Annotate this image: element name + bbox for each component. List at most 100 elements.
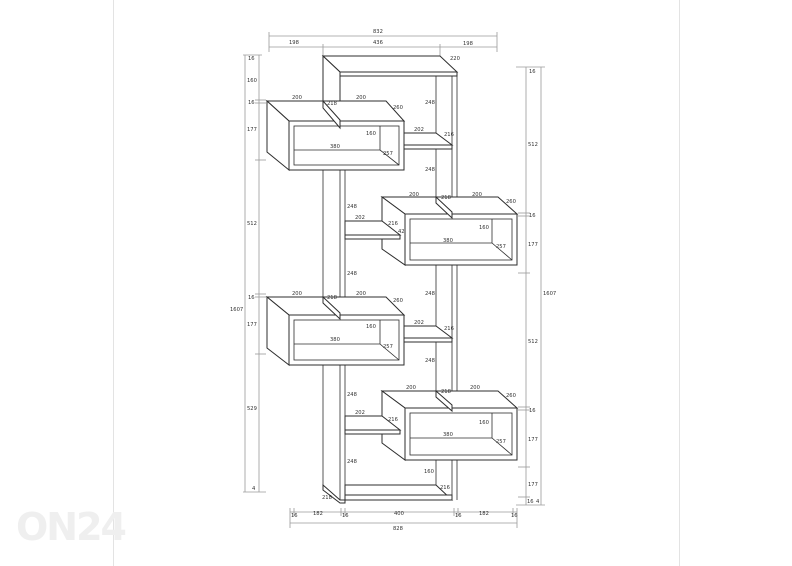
right-dimension-lines bbox=[516, 66, 545, 506]
dim-right-8: 16 bbox=[527, 499, 534, 505]
dim-right-2: 16 bbox=[529, 213, 536, 219]
label-top-depth: 220 bbox=[450, 56, 460, 62]
bottom-dimension-lines bbox=[289, 508, 518, 528]
label-box2-depth: 260 bbox=[506, 199, 516, 205]
dim-bottom-3: 400 bbox=[394, 511, 404, 517]
label-upright-8: 248 bbox=[347, 459, 357, 465]
dim-left-5: 16 bbox=[248, 295, 255, 301]
label-shelf1-width: 202 bbox=[414, 127, 424, 133]
dim-left-overall: 1607 bbox=[230, 307, 243, 313]
dim-left-0: 16 bbox=[248, 56, 255, 62]
label-box1-inner-depth: 257 bbox=[383, 151, 393, 157]
label-box2-top-left: 200 bbox=[409, 192, 419, 198]
label-box3-inner-depth: 257 bbox=[383, 344, 393, 350]
label-box4-inner: 218 bbox=[441, 389, 451, 395]
label-upright-6: 248 bbox=[425, 358, 435, 364]
dim-right-3: 177 bbox=[528, 242, 538, 248]
label-upright-1: 248 bbox=[425, 100, 435, 106]
dim-right-9: 4 bbox=[536, 499, 540, 505]
dim-top-overall: 832 bbox=[373, 29, 383, 35]
dim-left-6: 177 bbox=[247, 322, 257, 328]
small-shelf-4 bbox=[344, 415, 402, 435]
label-box1-inner-height: 160 bbox=[366, 131, 376, 137]
page-border-left bbox=[113, 0, 114, 566]
label-box2-inner-depth: 257 bbox=[496, 244, 506, 250]
label-box1-inner-width: 380 bbox=[330, 144, 340, 150]
label-box4-top-left: 200 bbox=[406, 385, 416, 391]
label-shelf3-depth: 216 bbox=[444, 326, 454, 332]
label-box1-inner: 218 bbox=[327, 101, 337, 107]
label-box3-depth: 260 bbox=[393, 298, 403, 304]
dim-bottom-overall: 828 bbox=[393, 526, 403, 532]
dim-bottom-1: 182 bbox=[313, 511, 323, 517]
label-upright-5: 248 bbox=[425, 291, 435, 297]
label-box1-top-right: 200 bbox=[356, 95, 366, 101]
label-box1-top-left: 200 bbox=[292, 95, 302, 101]
dim-right-6: 177 bbox=[528, 437, 538, 443]
watermark-logo: ON24 bbox=[16, 505, 127, 549]
dim-left-2: 16 bbox=[248, 100, 255, 106]
label-box4-depth: 260 bbox=[506, 393, 516, 399]
dim-bottom-2: 16 bbox=[342, 513, 349, 519]
label-shelf4-depth: 216 bbox=[388, 417, 398, 423]
upright-notch-3 bbox=[322, 295, 341, 321]
dim-top-right: 198 bbox=[463, 41, 473, 47]
dim-bottom-5: 182 bbox=[479, 511, 489, 517]
dim-left-8: 4 bbox=[252, 486, 256, 492]
label-shelf4-width: 202 bbox=[355, 410, 365, 416]
dim-bottom-4: 16 bbox=[455, 513, 462, 519]
upright-notch-4 bbox=[435, 389, 453, 413]
label-upright-4: 248 bbox=[347, 271, 357, 277]
label-box4-inner-height: 160 bbox=[479, 420, 489, 426]
label-box3-top-right: 200 bbox=[356, 291, 366, 297]
dim-left-3: 177 bbox=[247, 127, 257, 133]
label-shelf2-width: 202 bbox=[355, 215, 365, 221]
dim-top-middle: 436 bbox=[373, 40, 383, 46]
label-bottom-inner-height: 160 bbox=[424, 469, 434, 475]
label-box1-depth: 260 bbox=[393, 105, 403, 111]
label-shelf3-width: 202 bbox=[414, 320, 424, 326]
top-dimension-lines bbox=[268, 32, 498, 56]
dim-right-1: 512 bbox=[528, 142, 538, 148]
dim-bottom-6: 16 bbox=[511, 513, 518, 519]
box-lower-left bbox=[265, 295, 406, 367]
label-box3-inner: 218 bbox=[327, 295, 337, 301]
dim-right-7: 177 bbox=[528, 482, 538, 488]
box-bottom-right bbox=[380, 390, 519, 461]
small-shelf-1 bbox=[403, 132, 454, 150]
label-box2-inner: 218 bbox=[441, 195, 451, 201]
label-upright-3: 248 bbox=[347, 204, 357, 210]
page-border-right bbox=[679, 0, 680, 566]
label-shelf2-depth: 216 bbox=[388, 221, 398, 227]
label-shelf1-depth: 216 bbox=[444, 132, 454, 138]
dim-right-0: 16 bbox=[529, 69, 536, 75]
label-bottom-side: 218 bbox=[322, 495, 332, 501]
dim-left-7: 529 bbox=[247, 406, 257, 412]
dim-right-5: 16 bbox=[529, 408, 536, 414]
left-dimension-lines bbox=[243, 54, 266, 493]
label-box4-inner-width: 380 bbox=[443, 432, 453, 438]
label-box3-inner-height: 160 bbox=[366, 324, 376, 330]
label-box4-top-right: 200 bbox=[470, 385, 480, 391]
label-box2-inner-height: 160 bbox=[479, 225, 489, 231]
box-middle-right bbox=[380, 196, 519, 266]
label-upright-7: 248 bbox=[347, 392, 357, 398]
box-upper-left bbox=[265, 99, 406, 172]
label-box2-inner-width: 380 bbox=[443, 238, 453, 244]
label-upright-2: 248 bbox=[425, 167, 435, 173]
label-shelf2-edge: 42 bbox=[398, 229, 405, 235]
label-box3-top-left: 200 bbox=[292, 291, 302, 297]
small-shelf-2 bbox=[344, 220, 402, 240]
label-bottom-inner-depth: 216 bbox=[440, 485, 450, 491]
label-box2-top-right: 200 bbox=[472, 192, 482, 198]
dim-left-4: 512 bbox=[247, 221, 257, 227]
label-box3-inner-width: 380 bbox=[330, 337, 340, 343]
small-shelf-3 bbox=[403, 325, 454, 343]
bottom-base bbox=[322, 460, 454, 504]
dim-top-left: 198 bbox=[289, 40, 299, 46]
dim-bottom-0: 16 bbox=[291, 513, 298, 519]
dim-right-4: 512 bbox=[528, 339, 538, 345]
dim-left-1: 160 bbox=[247, 78, 257, 84]
dim-right-overall: 1607 bbox=[543, 291, 556, 297]
